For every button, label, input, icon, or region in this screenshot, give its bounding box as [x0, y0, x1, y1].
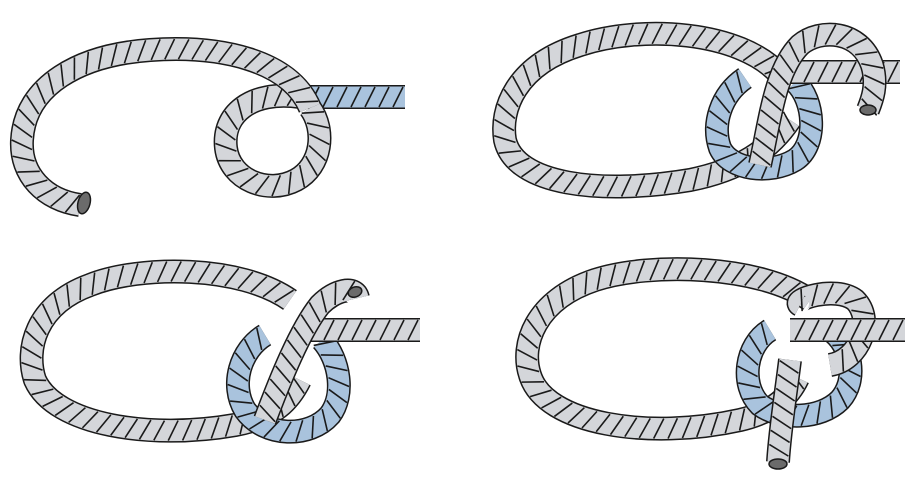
rope-end-cap	[860, 105, 876, 115]
knot-step-2	[494, 24, 900, 197]
knot-step-4	[517, 259, 905, 469]
knot-step-3	[21, 262, 420, 442]
rope-end-cap	[769, 459, 787, 469]
working-end	[769, 360, 798, 462]
standing-part	[790, 320, 905, 340]
knot-step-1	[12, 39, 405, 215]
